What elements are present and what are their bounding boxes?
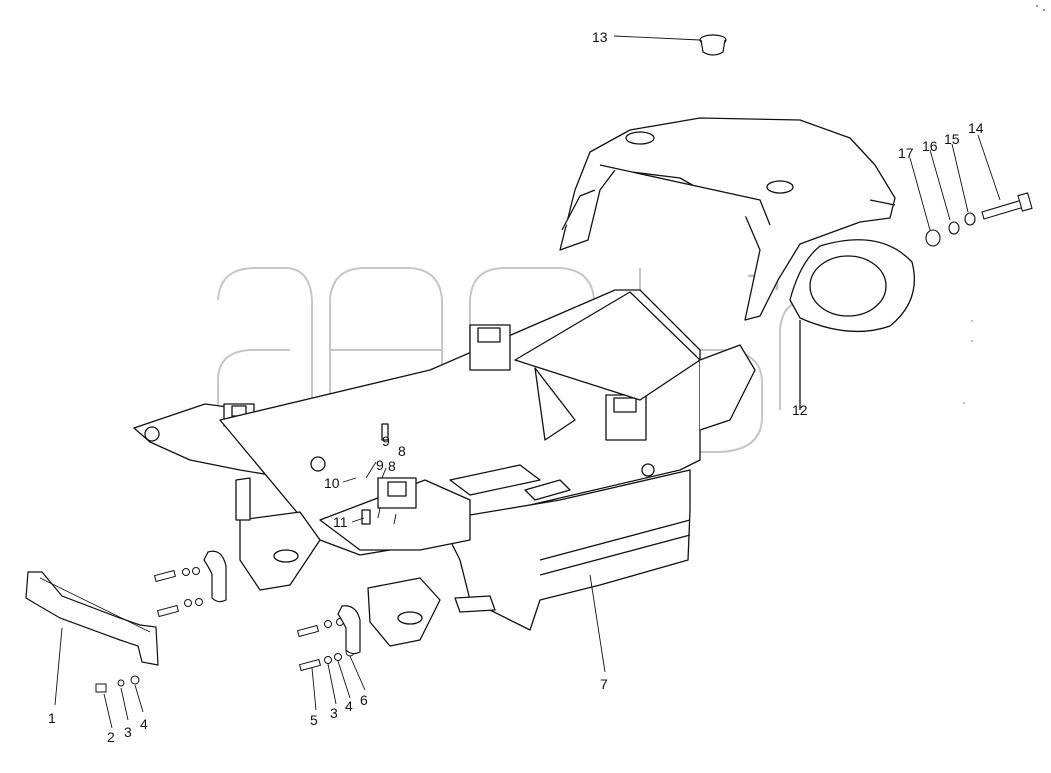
- callout-13: 13: [592, 29, 608, 45]
- callout-11: 11: [333, 514, 348, 530]
- bracket-plate-part-1: [25, 571, 159, 666]
- callout-9b: 9: [382, 433, 390, 449]
- callout-8b: 8: [398, 443, 406, 459]
- callout-labels: 1 2 3 4 5 3 4 6 7 8 8 9 9 10 11 12 13 14…: [48, 29, 984, 745]
- callout-15: 15: [944, 131, 960, 147]
- fasteners-left-group: [95, 567, 355, 693]
- fasteners-right-group: [925, 192, 1033, 247]
- callout-17: 17: [898, 145, 914, 161]
- leader-lines: [54, 35, 1001, 729]
- callout-1: 1: [48, 710, 56, 726]
- callout-3b: 3: [330, 705, 338, 721]
- callout-8a: 8: [388, 458, 396, 474]
- callout-4b: 4: [345, 698, 353, 714]
- callout-4a: 4: [140, 716, 148, 732]
- cap-part-13: [699, 34, 727, 56]
- callout-7: 7: [600, 676, 608, 692]
- callout-10: 10: [324, 475, 340, 491]
- clamp-halves: [203, 550, 361, 655]
- callout-16: 16: [922, 138, 938, 154]
- corner-marks: [963, 5, 1045, 404]
- callout-5: 5: [310, 712, 318, 728]
- cab-shell-part-12: [559, 117, 916, 410]
- callout-14: 14: [968, 120, 984, 136]
- callout-3a: 3: [124, 724, 132, 740]
- main-frame-part-7: [133, 289, 756, 647]
- callout-12: 12: [792, 402, 808, 418]
- callout-2: 2: [107, 729, 115, 745]
- callout-9a: 9: [376, 457, 384, 473]
- callout-6: 6: [360, 692, 368, 708]
